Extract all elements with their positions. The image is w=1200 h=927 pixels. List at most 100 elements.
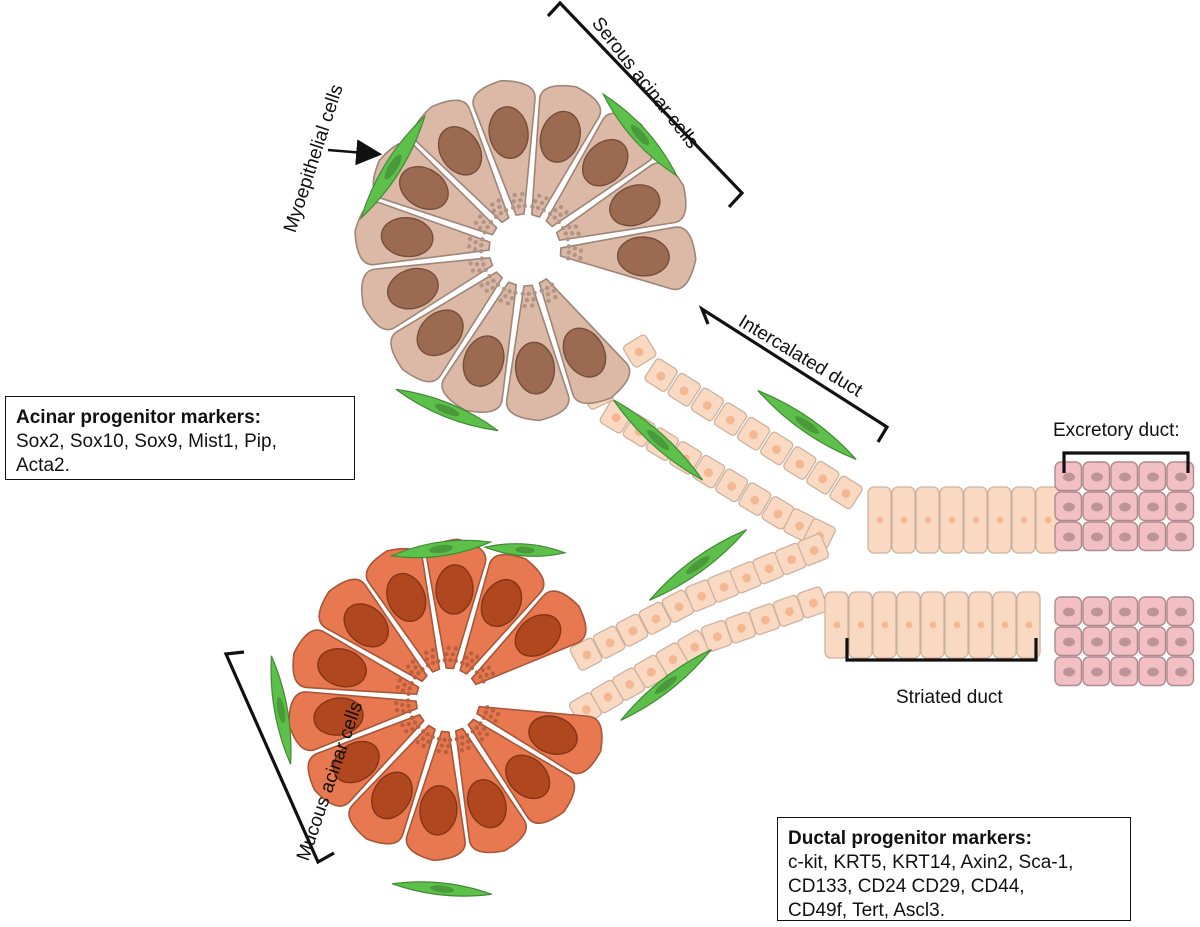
granule [556, 219, 562, 225]
excretory-cell [1110, 596, 1139, 627]
excretory-cell [1110, 626, 1139, 657]
granule [546, 298, 551, 303]
duct-cell [590, 679, 624, 714]
granule [421, 743, 426, 749]
granule [464, 655, 469, 661]
nucleus [1091, 502, 1103, 512]
granule [549, 282, 555, 287]
striated-cell [1016, 591, 1041, 659]
myoepithelial-arrow [327, 139, 383, 166]
granule [465, 739, 471, 744]
nucleus [1091, 607, 1103, 617]
duct-cell [622, 334, 657, 368]
granule [578, 248, 584, 253]
granule [481, 679, 486, 684]
granule [495, 712, 501, 717]
granule [516, 204, 522, 209]
nucleus [332, 740, 380, 784]
nucleus [833, 621, 841, 629]
granule [421, 729, 426, 734]
granule [524, 297, 530, 303]
nucleus [371, 771, 413, 820]
granule [474, 654, 480, 660]
granule [502, 286, 507, 291]
striated-cell [896, 591, 921, 659]
granule [425, 732, 430, 737]
nucleus [634, 347, 644, 357]
acinar-markers-box: Acinar progenitor markers: Sox2, Sox10, … [5, 396, 355, 480]
duct-cell [715, 468, 749, 503]
nucleus [1063, 637, 1075, 647]
striated-cell [992, 591, 1017, 659]
acinar-cell [365, 547, 441, 673]
nucleus [1147, 472, 1159, 482]
granule [553, 208, 558, 213]
duct-cell [638, 601, 672, 635]
nucleus [1063, 667, 1075, 677]
excretory-cell [1138, 656, 1167, 687]
nucleus [605, 638, 615, 648]
nucleus [1020, 516, 1028, 524]
nucleus [1119, 637, 1131, 647]
excretory-cell [1110, 521, 1139, 552]
granule [578, 255, 583, 261]
nucleus [646, 429, 670, 451]
duct-cell [772, 594, 805, 627]
excretory-cell [1110, 656, 1139, 687]
granule [496, 198, 501, 203]
granule [530, 303, 535, 308]
nucleus [924, 516, 932, 524]
acinar-cell [470, 590, 587, 686]
nucleus [654, 676, 678, 694]
granule [480, 237, 485, 242]
duct-cell [615, 613, 649, 647]
granule [409, 670, 414, 675]
granule [406, 703, 411, 709]
granule [490, 202, 495, 207]
acinar-cell [390, 271, 504, 383]
nucleus [784, 607, 794, 616]
nucleus [1063, 607, 1075, 617]
nucleus [466, 779, 507, 829]
nucleus [725, 415, 735, 425]
excretory-cell [1138, 521, 1167, 552]
granule [490, 671, 496, 676]
acinar-cell [318, 578, 428, 683]
nucleus [1147, 637, 1159, 647]
granule [539, 288, 544, 293]
granule [443, 749, 449, 755]
nucleus [674, 602, 684, 612]
granule [551, 288, 557, 294]
granule [479, 283, 484, 288]
granule [507, 289, 512, 294]
granule [497, 204, 502, 210]
granule [484, 288, 489, 294]
serous-acinus [354, 79, 697, 422]
nucleus [430, 885, 454, 893]
granule [552, 215, 557, 220]
striated-cell [987, 486, 1012, 554]
granule [412, 720, 418, 725]
granule [495, 282, 501, 287]
nucleus [948, 516, 956, 524]
duct-cell [796, 586, 829, 619]
granule [544, 285, 550, 291]
nucleus [656, 371, 666, 381]
striated-cell [891, 486, 916, 554]
nucleus [343, 603, 389, 648]
excretory-cell [1110, 461, 1139, 492]
granule [465, 662, 470, 668]
myoepithelial-cell [649, 529, 747, 601]
granule [415, 740, 420, 745]
ductal-markers-line: CD49f, Tert, Ascl3. [788, 900, 945, 921]
granule [510, 205, 516, 210]
nucleus [1119, 502, 1131, 512]
striated-cell [824, 591, 849, 659]
acinar-cell [348, 724, 436, 845]
acinar-cell [413, 99, 510, 224]
nucleus [881, 621, 889, 629]
nucleus [1001, 621, 1009, 629]
nucleus [581, 138, 629, 187]
granule [541, 207, 546, 213]
